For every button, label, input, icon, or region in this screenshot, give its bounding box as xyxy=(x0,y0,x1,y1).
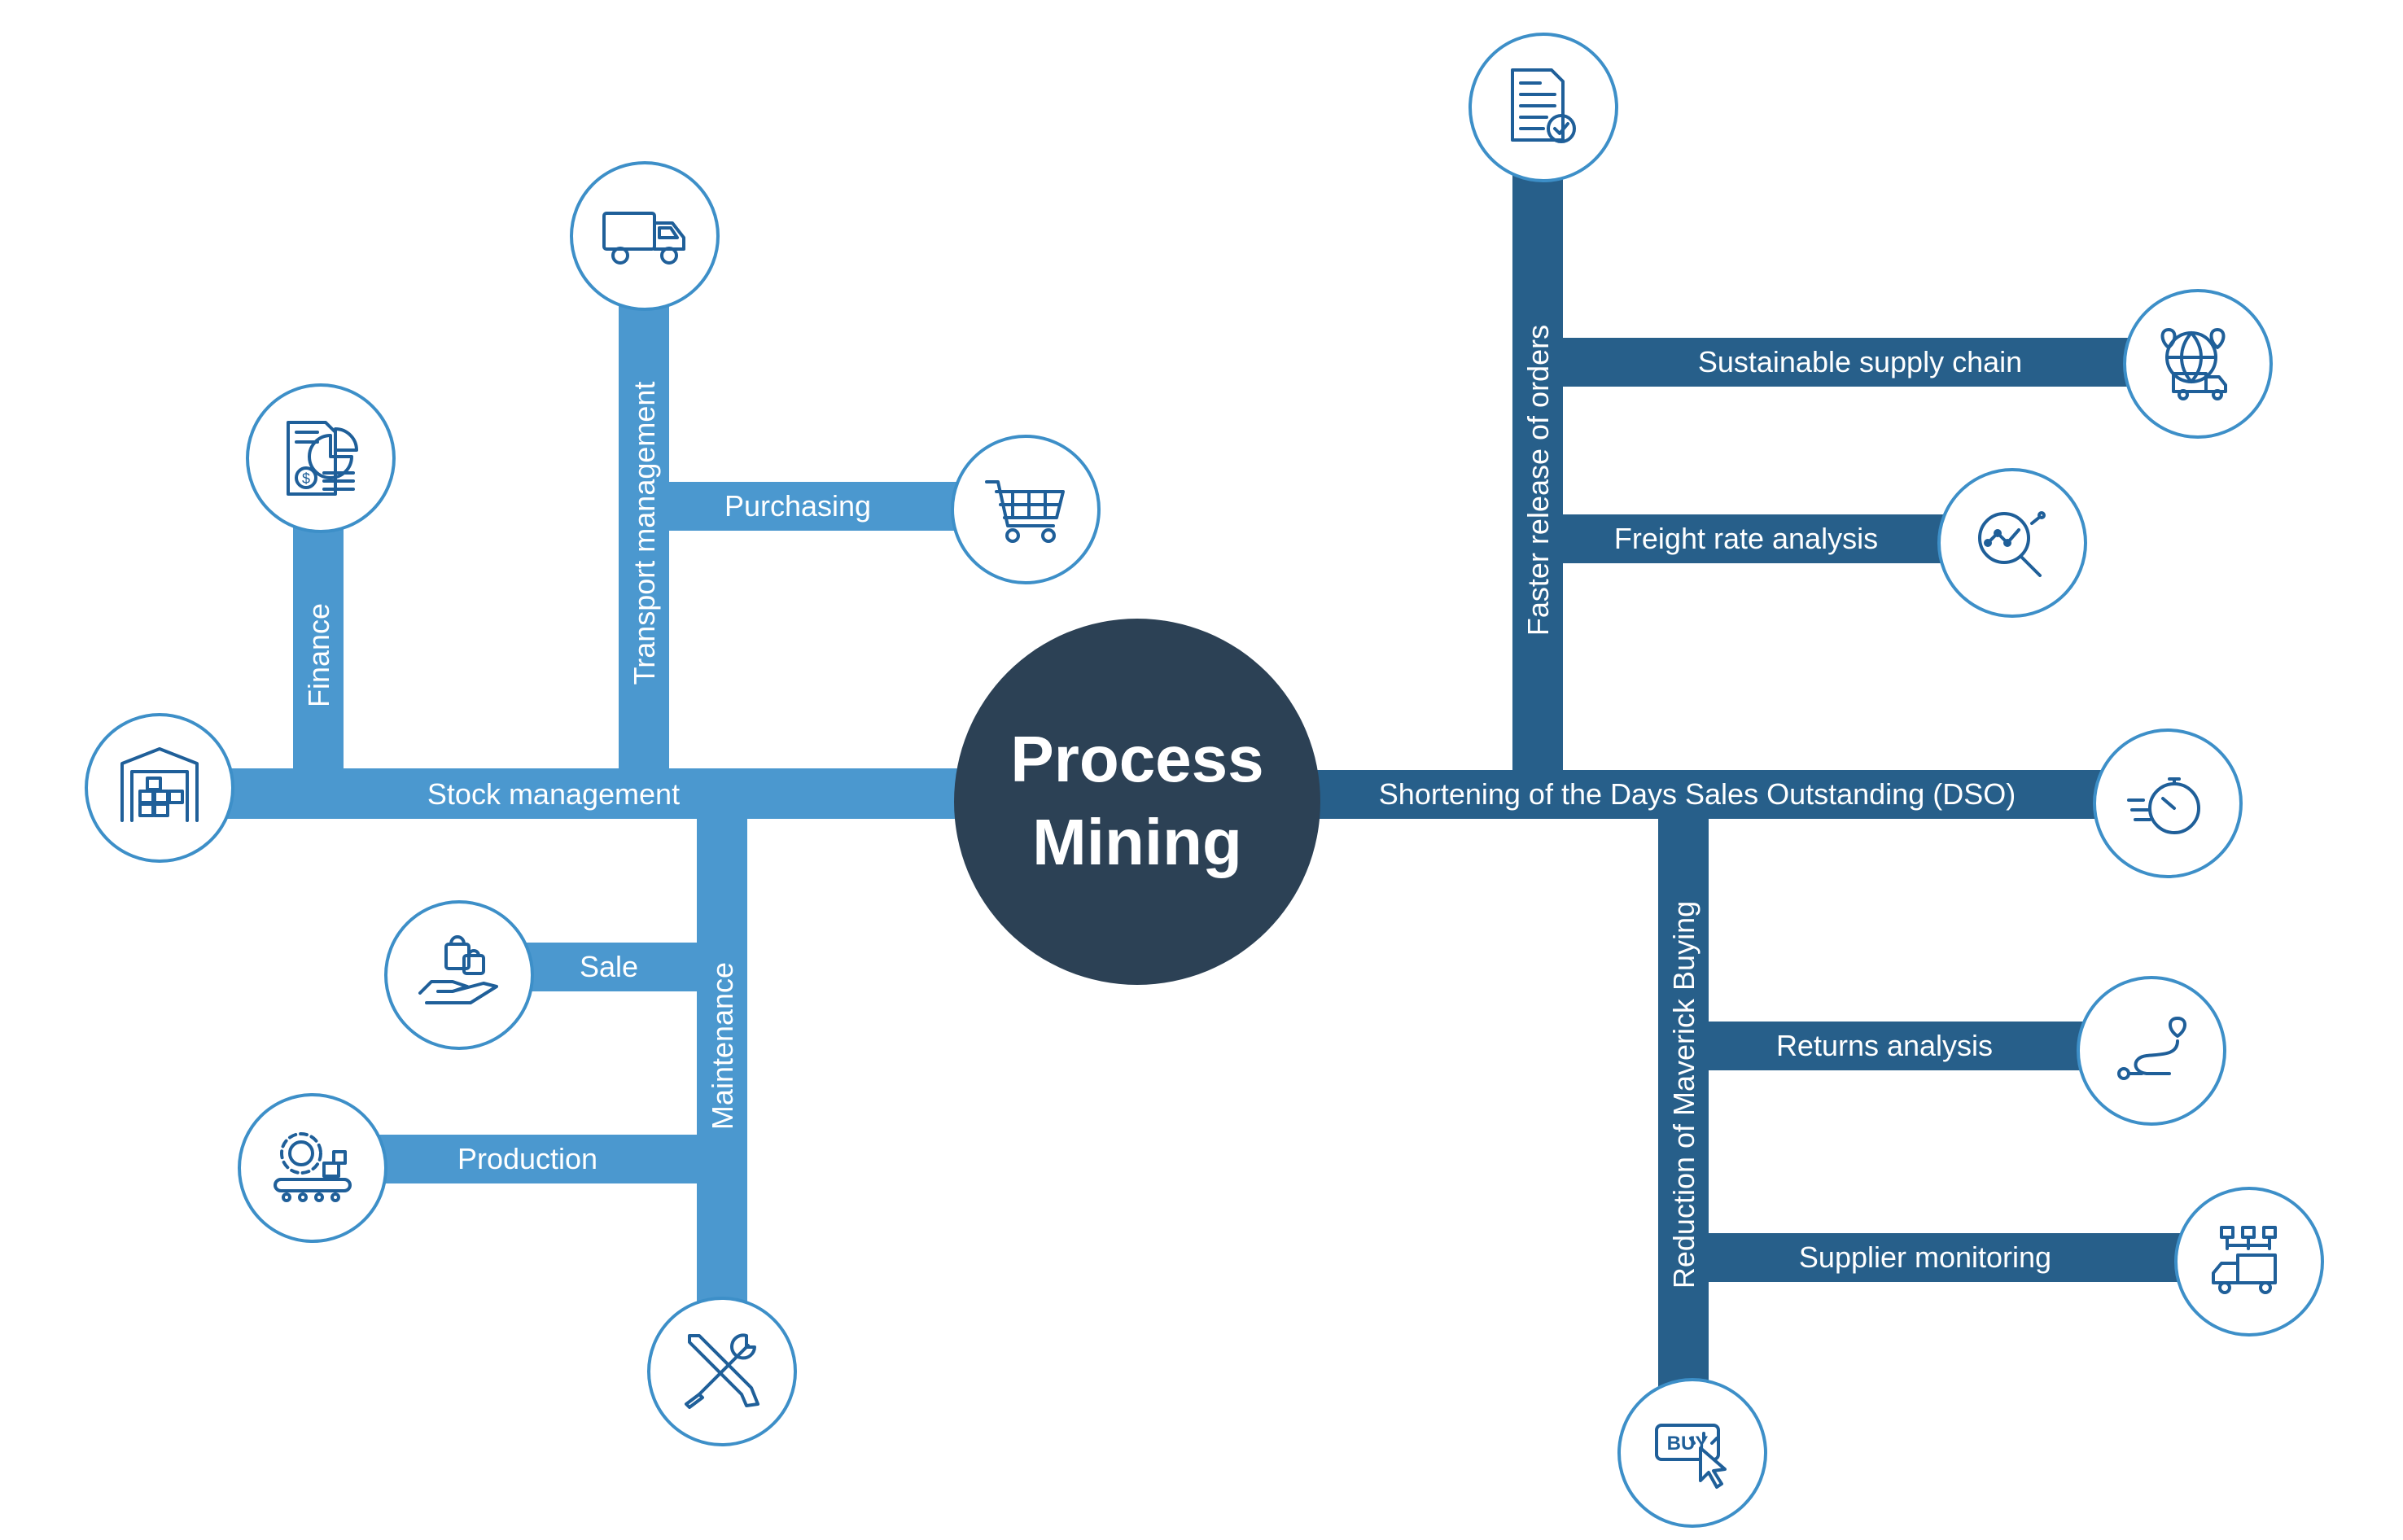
truck-node xyxy=(570,161,720,311)
supplier-monitoring-bar xyxy=(1697,1233,2186,1282)
center-title-line1: Process xyxy=(1010,723,1263,795)
freight-rate-bar xyxy=(1551,514,1958,563)
route-path-icon xyxy=(2117,1017,2186,1080)
right-branch-tree xyxy=(1270,155,2186,1400)
freight-rate-analysis-label: Freight rate analysis xyxy=(1614,522,1878,555)
dso-bar xyxy=(1270,770,2149,819)
sale-hand-icon xyxy=(418,935,498,1004)
faster-release-label: Faster release of orders xyxy=(1521,325,1555,636)
supplier-truck-icon xyxy=(2212,1226,2277,1294)
finance-node xyxy=(246,383,396,533)
purchasing-bar xyxy=(659,482,985,531)
sale-label: Sale xyxy=(580,950,638,983)
sale-bar xyxy=(505,943,708,991)
finance-bar xyxy=(293,488,344,781)
center-node: Process Mining xyxy=(954,619,1320,985)
purchasing-label: Purchasing xyxy=(724,489,871,523)
finance-report-icon: $ xyxy=(287,421,358,496)
production-bar xyxy=(358,1135,708,1183)
returns-analysis-bar xyxy=(1697,1022,2137,1070)
sustainable-supply-chain-label: Sustainable supply chain xyxy=(1698,345,2022,378)
cart-node xyxy=(951,435,1101,584)
svg-text:$: $ xyxy=(302,470,310,487)
buy-cursor-icon: BUY xyxy=(1655,1424,1727,1489)
supplier-node xyxy=(2174,1187,2324,1337)
truck-icon xyxy=(602,212,685,265)
magnifier-chart-icon xyxy=(1978,511,2046,577)
returns-analysis-label: Returns analysis xyxy=(1776,1029,1993,1062)
sale-node xyxy=(384,900,534,1050)
sustainable-supply-chain-bar xyxy=(1551,338,2145,387)
maverick-buying-label: Reduction of Maverick Buying xyxy=(1667,901,1700,1288)
production-label: Production xyxy=(457,1142,597,1175)
maintenance-label: Maintenance xyxy=(706,962,739,1130)
production-gear-icon xyxy=(274,1132,352,1202)
left-branch-tree xyxy=(155,281,1009,1319)
warehouse-icon xyxy=(120,747,199,822)
supply-chain-node xyxy=(2123,289,2273,439)
stopwatch-icon xyxy=(2127,777,2200,834)
buy-node xyxy=(1617,1378,1767,1528)
finance-label: Finance xyxy=(302,603,335,707)
transport-management-bar xyxy=(619,281,669,781)
supplier-monitoring-label: Supplier monitoring xyxy=(1799,1240,2051,1274)
maintenance-bar xyxy=(697,806,747,1319)
globe-truck-icon xyxy=(2160,328,2227,400)
transport-management-label: Transport management xyxy=(628,382,661,685)
freight-node xyxy=(1937,468,2087,618)
faster-release-bar xyxy=(1512,155,1563,781)
maverick-buying-bar xyxy=(1658,806,1709,1400)
dso-label: Shortening of the Days Sales Outstanding… xyxy=(1379,777,2016,811)
returns-node xyxy=(2077,976,2226,1126)
stock-management-label: Stock management xyxy=(427,777,680,811)
document-check-icon xyxy=(1511,68,1576,143)
center-title-line2: Mining xyxy=(1032,806,1242,878)
shopping-cart-icon xyxy=(985,480,1065,543)
wrench-screwdriver-icon xyxy=(685,1333,759,1409)
